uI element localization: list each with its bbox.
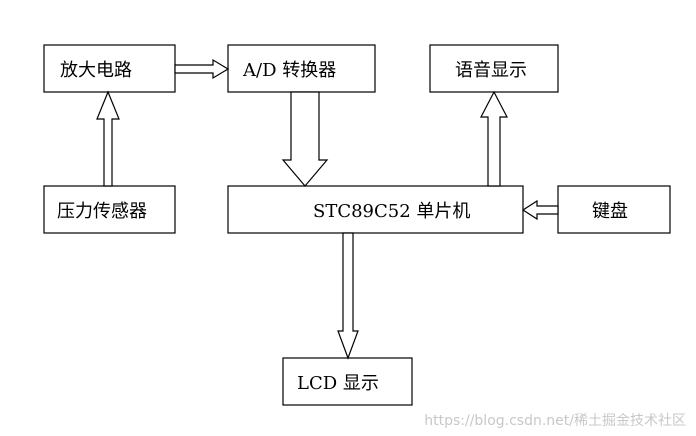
block-pressure-sensor-label: 压力传感器 bbox=[57, 201, 147, 222]
watermark: https://blog.csdn.net/稀土掘金技术社区 bbox=[424, 413, 686, 429]
block-keyboard: 键盘 bbox=[557, 185, 671, 234]
block-amplifier-label: 放大电路 bbox=[60, 60, 132, 81]
block-adc-label: A/D 转换器 bbox=[242, 60, 336, 81]
block-amplifier: 放大电路 bbox=[43, 44, 176, 93]
arrow-sensor-to-amplifier bbox=[96, 90, 120, 187]
arrow-keyboard-to-mcu bbox=[521, 199, 559, 221]
block-voice-display: 语音显示 bbox=[429, 44, 559, 93]
block-mcu: STC89C52 单片机 bbox=[227, 185, 524, 234]
block-voice-display-label: 语音显示 bbox=[455, 60, 527, 81]
block-lcd-label: LCD 显示 bbox=[297, 373, 379, 394]
block-keyboard-label: 键盘 bbox=[592, 201, 628, 222]
block-mcu-label: STC89C52 单片机 bbox=[313, 201, 470, 222]
block-lcd: LCD 显示 bbox=[282, 357, 413, 406]
arrow-mcu-to-lcd bbox=[337, 232, 359, 360]
block-pressure-sensor: 压力传感器 bbox=[43, 185, 176, 234]
arrow-mcu-to-voice bbox=[480, 90, 508, 187]
arrow-adc-to-mcu bbox=[281, 91, 329, 187]
block-adc: A/D 转换器 bbox=[227, 44, 376, 93]
arrow-amplifier-to-adc bbox=[174, 58, 230, 80]
